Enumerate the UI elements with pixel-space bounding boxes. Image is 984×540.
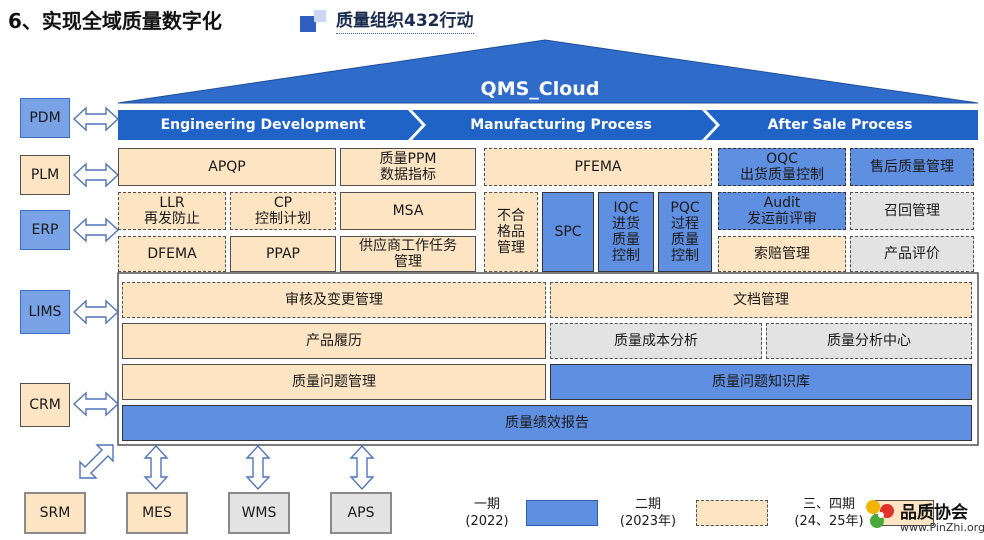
module-audit[interactable]: Audit 发运前评审 (718, 192, 846, 230)
module-iqc[interactable]: IQC 进货 质量 控制 (598, 192, 654, 272)
qms-cloud-label: QMS_Cloud (480, 78, 600, 100)
legend-phase34-label: 三、四期 (24、25年) (794, 497, 864, 529)
module-ppap[interactable]: PPAP (230, 236, 336, 272)
module-after-sale-quality[interactable]: 售后质量管理 (850, 148, 974, 186)
module-review-change[interactable]: 审核及变更管理 (122, 282, 546, 318)
pinzhi-logo-icon (862, 498, 902, 534)
module-quality-ppm[interactable]: 质量PPM 数据指标 (340, 148, 476, 186)
module-product-evaluation[interactable]: 产品评价 (850, 236, 974, 272)
legend-phase2-swatch (696, 500, 768, 526)
legend-phase1-label: 一期 (2022) (465, 497, 509, 529)
double-arrow-srm (79, 444, 114, 479)
stage-engineering-label: Engineering Development (160, 117, 366, 133)
system-plm[interactable]: PLM (20, 155, 70, 195)
module-claims[interactable]: 索赔管理 (718, 236, 846, 272)
double-arrow-wms (245, 444, 271, 491)
module-nonconforming[interactable]: 不合 格品 管理 (484, 192, 538, 272)
module-quality-issue-management[interactable]: 质量问题管理 (122, 364, 546, 400)
module-supplier-task[interactable]: 供应商工作任务 管理 (340, 236, 476, 272)
module-pfema[interactable]: PFEMA (484, 148, 712, 186)
module-oqc[interactable]: OQC 出货质量控制 (718, 148, 846, 186)
double-arrow-pdm (72, 106, 120, 132)
double-arrow-crm (72, 391, 120, 417)
module-quality-kpi-report[interactable]: 质量绩效报告 (122, 405, 972, 441)
system-srm[interactable]: SRM (24, 492, 86, 534)
legend-phase1-swatch (526, 500, 598, 526)
system-pdm[interactable]: PDM (20, 98, 70, 138)
double-arrow-aps (349, 444, 375, 491)
chevron-engineering (118, 110, 422, 140)
bottom-arrows (79, 444, 375, 491)
module-spc[interactable]: SPC (542, 192, 594, 272)
module-document-management[interactable]: 文档管理 (550, 282, 972, 318)
module-apqp[interactable]: APQP (118, 148, 336, 186)
qms-cloud-roof (117, 39, 979, 104)
double-arrow-lims (72, 299, 120, 325)
module-cp[interactable]: CP 控制计划 (230, 192, 336, 230)
stage-manufacturing-label: Manufacturing Process (470, 117, 652, 133)
system-erp[interactable]: ERP (20, 210, 70, 250)
system-mes[interactable]: MES (126, 492, 188, 534)
watermark-url: www.PinZhi.org (900, 521, 984, 534)
module-quality-analysis-center[interactable]: 质量分析中心 (766, 323, 972, 359)
system-wms[interactable]: WMS (228, 492, 290, 534)
chevron-after-sale (706, 110, 978, 140)
system-lims[interactable]: LIMS (20, 290, 70, 334)
watermark-name: 品质协会 (900, 503, 968, 523)
module-recall[interactable]: 召回管理 (850, 192, 974, 230)
page-title: 6、实现全域质量数字化 (8, 9, 222, 33)
module-dfema[interactable]: DFEMA (118, 236, 226, 272)
system-crm[interactable]: CRM (20, 383, 70, 427)
square-bullet-icon (300, 10, 326, 32)
system-aps[interactable]: APS (330, 492, 392, 534)
module-quality-cost-analysis[interactable]: 质量成本分析 (550, 323, 762, 359)
module-pqc[interactable]: PQC 过程 质量 控制 (658, 192, 712, 272)
page-subtitle: 质量组织432行动 (336, 6, 474, 34)
double-arrow-erp (72, 217, 120, 243)
module-msa[interactable]: MSA (340, 192, 476, 230)
module-product-history[interactable]: 产品履历 (122, 323, 546, 359)
double-arrow-plm (72, 162, 120, 188)
left-arrows (72, 106, 120, 417)
module-quality-issue-knowledge-base[interactable]: 质量问题知识库 (550, 364, 972, 400)
module-llr[interactable]: LLR 再发防止 (118, 192, 226, 230)
stage-after-sale-label: After Sale Process (767, 117, 913, 133)
legend-phase2-label: 二期 (2023年) (619, 497, 677, 529)
double-arrow-mes (143, 444, 169, 491)
chevron-manufacturing (412, 110, 716, 140)
